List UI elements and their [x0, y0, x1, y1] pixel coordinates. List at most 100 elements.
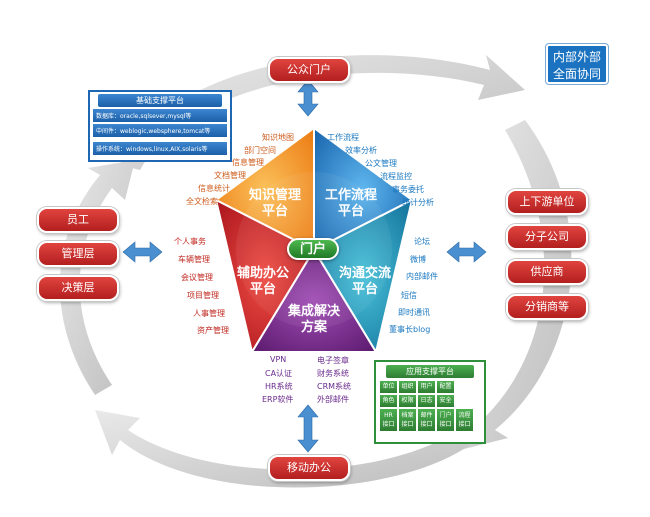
knowledge-label: 信息统计 — [198, 184, 230, 193]
public-portal-label: 公众门户 — [287, 63, 331, 76]
connector-arrow-top — [297, 79, 319, 117]
pentagon — [214, 126, 414, 355]
app-interface-cell: 邮件接口 — [418, 409, 435, 431]
app-platform-cell: 单位 — [380, 381, 397, 393]
integration-label: VPN — [270, 355, 287, 364]
office-label: 人事管理 — [193, 309, 225, 318]
portal-center-label: 门户 — [299, 242, 326, 257]
workflow-label: 事务委托 — [392, 185, 424, 194]
management-label: 管理层 — [61, 247, 95, 260]
knowledge-title-line1: 知识管理 — [248, 188, 301, 203]
app-platform-row-2: 角色 权限 日志 安全 — [380, 395, 480, 407]
interface-suffix: 接口 — [439, 421, 452, 428]
knowledge-label: 部门空间 — [244, 146, 276, 155]
integration-label: 外部邮件 — [317, 395, 349, 404]
knowledge-label: 全文检索 — [186, 197, 218, 206]
office-label: 车辆管理 — [178, 255, 210, 264]
decision-maker-label: 决策层 — [61, 281, 95, 294]
communication-label: 即时通讯 — [398, 308, 430, 317]
app-interface-cell: 门户接口 — [437, 409, 454, 431]
office-title: 辅助办公 平台 — [228, 266, 298, 298]
office-label: 个人事务 — [174, 237, 206, 246]
knowledge-label: 文档管理 — [214, 171, 246, 180]
workflow-label: 统计分析 — [402, 198, 434, 207]
interface-name: HR — [384, 412, 393, 419]
base-platform-title: 基础支撑平台 — [98, 94, 222, 107]
base-platform-panel: 基础支撑平台 数据库：oracle,sqlsever,mysql等 中间件：we… — [88, 90, 232, 162]
communication-label: 董事长blog — [389, 325, 431, 334]
integration-label: CA认证 — [265, 369, 293, 378]
integration-title-line2: 方案 — [300, 320, 327, 335]
subsidiaries-label: 分子公司 — [525, 230, 569, 243]
office-label: 会议管理 — [181, 273, 213, 282]
app-platform-cell: 权限 — [399, 395, 416, 407]
app-platform-cell: 安全 — [437, 395, 454, 407]
integration-label: CRM系统 — [317, 382, 352, 391]
cycle-arrow-bottom — [95, 410, 470, 488]
interface-suffix: 接口 — [382, 421, 395, 428]
base-platform-row: 操作系统：windows,linux,AIX,solaris等 — [93, 142, 227, 155]
tag-line-1: 内部外部 — [552, 50, 601, 64]
workflow-title-line2: 平台 — [337, 204, 364, 219]
interface-name: 档案 — [401, 412, 414, 419]
workflow-label: 工作流程 — [327, 133, 359, 142]
subsidiaries-button[interactable]: 分子公司 — [506, 224, 588, 250]
collaboration-tag: 内部外部 全面协同 — [546, 44, 608, 84]
office-label: 资产管理 — [197, 326, 229, 335]
management-button[interactable]: 管理层 — [37, 241, 119, 267]
workflow-label: 流程监控 — [380, 172, 412, 181]
communication-label: 微博 — [410, 255, 426, 264]
workflow-label: 公文管理 — [365, 159, 397, 168]
knowledge-title-line2: 平台 — [261, 204, 288, 219]
communication-label: 短信 — [401, 291, 417, 300]
knowledge-label: 信息管理 — [232, 158, 264, 167]
suppliers-label: 供应商 — [530, 265, 564, 278]
partner-units-button[interactable]: 上下游单位 — [506, 189, 588, 215]
employee-label: 员工 — [67, 213, 89, 226]
employee-button[interactable]: 员工 — [37, 207, 119, 233]
integration-title-line1: 集成解决 — [287, 304, 340, 319]
cycle-arrow-top — [120, 55, 525, 170]
communication-label: 内部邮件 — [406, 272, 438, 281]
app-platform-title: 应用支撑平台 — [386, 365, 474, 378]
distributors-label: 分销商等 — [525, 300, 569, 313]
app-platform-cell: 用户 — [418, 381, 435, 393]
base-platform-row: 数据库：oracle,sqlsever,mysql等 — [93, 109, 227, 122]
communication-title-line2: 平台 — [351, 282, 378, 297]
office-title-line1: 辅助办公 — [236, 266, 289, 281]
workflow-title: 工作流程 平台 — [316, 188, 386, 220]
interface-suffix: 接口 — [401, 421, 414, 428]
workflow-label: 效率分析 — [345, 146, 377, 155]
app-platform-cell: 配置 — [437, 381, 454, 393]
office-title-line2: 平台 — [249, 282, 276, 297]
communication-label: 论坛 — [414, 237, 430, 246]
segment-integration — [250, 248, 378, 353]
app-platform-cell: 角色 — [380, 395, 397, 407]
communication-title: 沟通交流 平台 — [330, 266, 400, 298]
tag-line-2: 全面协同 — [552, 67, 601, 81]
app-platform-row-1: 单位 组织 用户 配置 — [380, 381, 480, 393]
portal-center-button[interactable]: 门户 — [287, 238, 339, 260]
decision-maker-button[interactable]: 决策层 — [37, 275, 119, 301]
knowledge-label: 知识地图 — [262, 133, 294, 142]
interface-suffix: 接口 — [458, 421, 471, 428]
integration-label: 财务系统 — [317, 369, 349, 378]
workflow-title-line1: 工作流程 — [324, 188, 377, 203]
connector-arrow-left — [122, 241, 163, 263]
interface-name: 门户 — [439, 412, 452, 419]
app-interface-cell: HR 接口 — [380, 409, 397, 431]
office-label: 项目管理 — [187, 291, 219, 300]
mobile-office-label: 移动办公 — [287, 461, 331, 474]
knowledge-title: 知识管理 平台 — [240, 188, 310, 220]
mobile-office-button[interactable]: 移动办公 — [268, 455, 350, 481]
integration-label: 电子签章 — [317, 356, 349, 365]
suppliers-button[interactable]: 供应商 — [506, 259, 588, 285]
connector-arrow-right — [446, 241, 487, 263]
app-interface-cell: 档案接口 — [399, 409, 416, 431]
integration-label: ERP软件 — [262, 395, 294, 404]
interface-suffix: 接口 — [420, 421, 433, 428]
distributors-button[interactable]: 分销商等 — [506, 294, 588, 320]
public-portal-button[interactable]: 公众门户 — [268, 57, 350, 83]
integration-title: 集成解决 方案 — [279, 304, 349, 336]
